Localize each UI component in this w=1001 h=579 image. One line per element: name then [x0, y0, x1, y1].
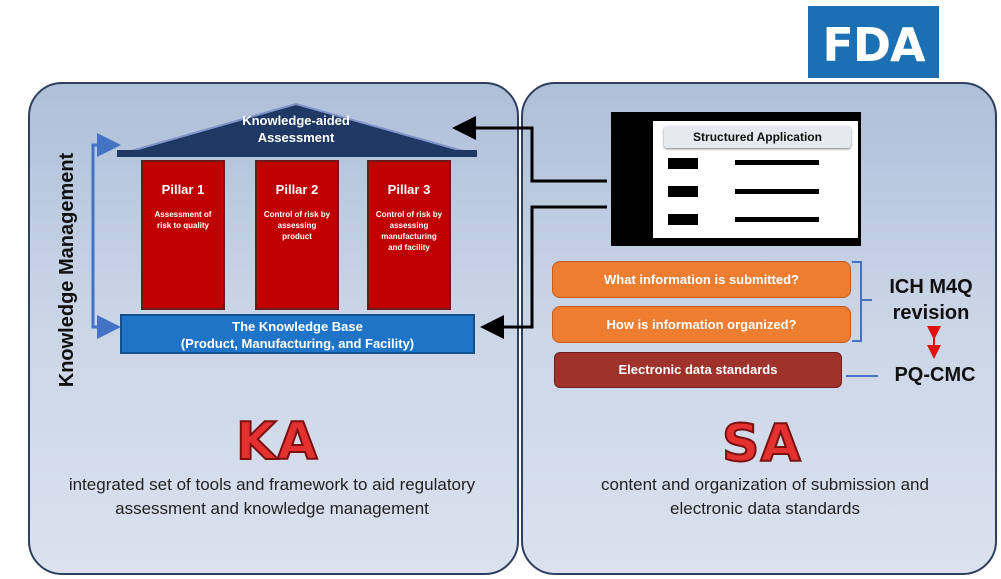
- pillar-title: Pillar 1: [161, 182, 205, 197]
- bullet-block: [668, 158, 698, 169]
- pillar-title: Pillar 2: [275, 182, 319, 197]
- pillar-1: Pillar 1 Assessment of risk to quality: [141, 160, 225, 310]
- km-loop-arrow: [91, 143, 121, 339]
- what-submitted-box: What information is submitted?: [552, 261, 851, 298]
- knowledge-base: The Knowledge Base (Product, Manufacturi…: [120, 314, 475, 354]
- bullet-line: [735, 189, 819, 194]
- ich-m4q-label: ICH M4Q revision: [889, 276, 973, 324]
- pillar-title: Pillar 3: [387, 182, 431, 197]
- sa-heading: SA: [721, 413, 802, 475]
- app-to-base-arrow: [480, 205, 607, 339]
- ka-caption: integrated set of tools and framework to…: [68, 475, 476, 518]
- app-to-roof-arrow: [452, 116, 607, 183]
- bullet-block: [668, 214, 698, 225]
- roof-label: Knowledge-aided Assessment: [242, 113, 350, 145]
- knowledge-base-title: The Knowledge Base: [232, 319, 363, 334]
- bullet-line: [735, 160, 819, 165]
- bullet-line: [735, 217, 819, 222]
- ka-heading: KA: [235, 411, 319, 473]
- pillar-desc: Assessment of risk to quality: [154, 210, 212, 230]
- ich-bracket: [852, 261, 862, 342]
- knowledge-management-label: Knowledge Management: [56, 152, 78, 388]
- sa-caption: content and organization of submission a…: [601, 475, 929, 518]
- pillar-desc: Control of risk by assessing manufacturi…: [375, 210, 443, 252]
- structured-application-title: Structured Application: [664, 126, 851, 148]
- bullet-block: [668, 186, 698, 197]
- pillar-3: Pillar 3 Control of risk by assessing ma…: [367, 160, 451, 310]
- pillar-desc: Control of risk by assessing product: [263, 210, 331, 241]
- knowledge-base-subtitle: (Product, Manufacturing, and Facility): [180, 336, 415, 351]
- how-organized-box: How is information organized?: [552, 306, 851, 343]
- fda-logo: FDA: [808, 6, 939, 78]
- roof-base: [117, 150, 477, 157]
- pillar-2: Pillar 2 Control of risk by assessing pr…: [255, 160, 339, 310]
- electronic-data-standards-box: Electronic data standards: [554, 352, 842, 388]
- pq-cmc-label: PQ-CMC: [894, 364, 976, 386]
